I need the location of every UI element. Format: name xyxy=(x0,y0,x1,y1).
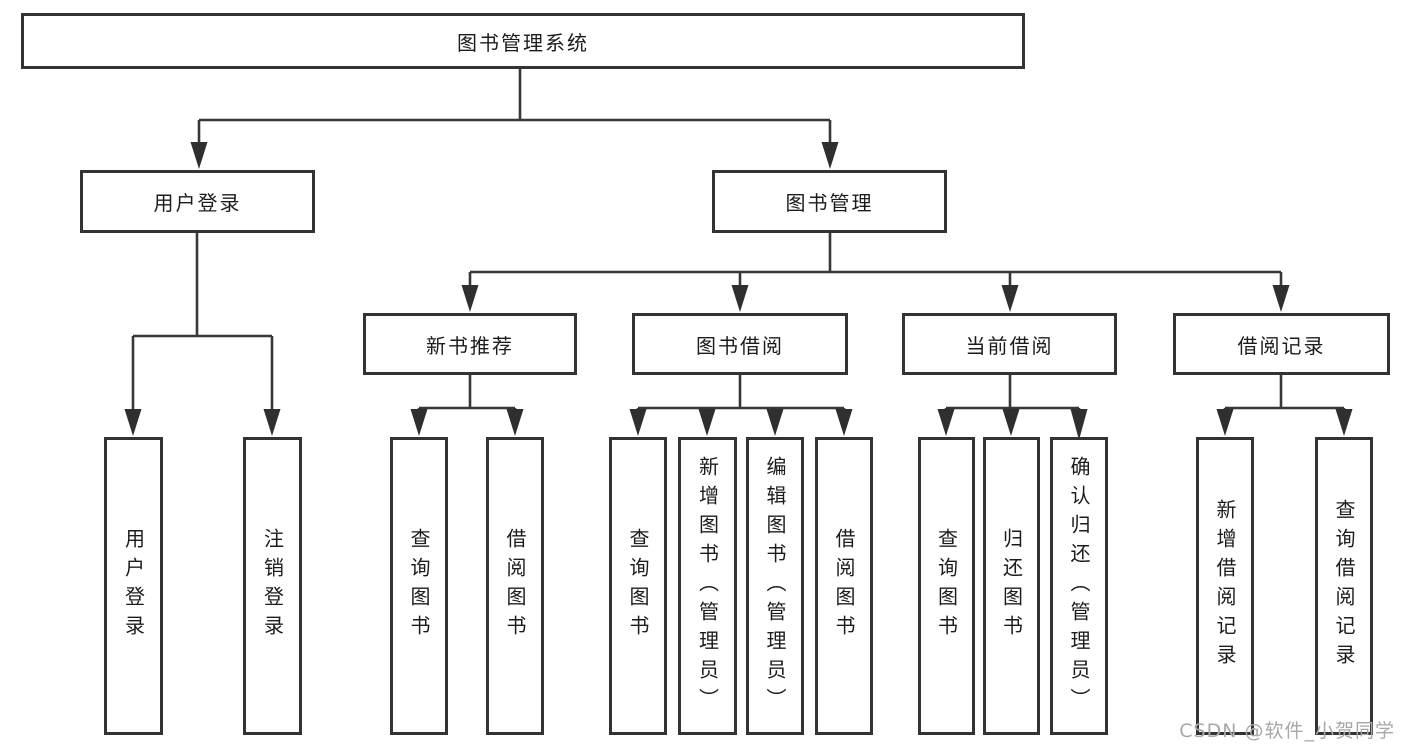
leaf-label: 查询借阅记录 xyxy=(1332,499,1356,673)
node-leaf-edit-book-admin: 编辑图书（管理员） xyxy=(746,437,804,735)
connector-login-to-leaves xyxy=(124,233,281,436)
node-new-book-recommend: 新书推荐 xyxy=(363,313,577,375)
connector-newbook-to-leaves xyxy=(410,375,524,436)
leaf-label: 查询图书 xyxy=(407,528,431,644)
node-leaf-borrow-book-1: 借阅图书 xyxy=(486,437,544,735)
leaf-label: 查询图书 xyxy=(626,528,650,644)
node-leaf-return-book: 归还图书 xyxy=(983,437,1040,735)
node-leaf-add-borrow-record: 新增借阅记录 xyxy=(1196,437,1254,735)
leaf-label: 注销登录 xyxy=(260,528,285,644)
node-leaf-query-book-3: 查询图书 xyxy=(918,437,975,735)
node-user-login: 用户登录 xyxy=(80,170,315,233)
connector-root-to-level2 xyxy=(190,69,839,169)
node-leaf-add-book-admin: 新增图书（管理员） xyxy=(678,437,737,735)
connector-mgmt-to-level3 xyxy=(461,233,1290,312)
leaf-label: 借阅图书 xyxy=(503,528,527,644)
leaf-label: 新增图书（管理员） xyxy=(695,455,720,717)
leaf-label: 编辑图书（管理员） xyxy=(763,455,787,717)
csdn-watermark: CSDN @软件_小贺同学 xyxy=(1179,720,1395,742)
node-book-management: 图书管理 xyxy=(712,170,947,233)
node-current-borrow: 当前借阅 xyxy=(902,313,1117,375)
node-leaf-query-book-1: 查询图书 xyxy=(390,437,448,735)
leaf-label: 用户登录 xyxy=(121,528,146,644)
leaf-label: 查询图书 xyxy=(934,528,959,644)
leaf-label: 借阅图书 xyxy=(832,528,856,644)
node-leaf-query-book-2: 查询图书 xyxy=(609,437,667,735)
node-book-borrow: 图书借阅 xyxy=(632,313,848,375)
node-leaf-confirm-return-admin: 确认归还（管理员） xyxy=(1050,437,1108,735)
node-library-system: 图书管理系统 xyxy=(21,13,1025,69)
connector-current-to-leaves xyxy=(937,375,1088,440)
leaf-label: 归还图书 xyxy=(999,528,1024,644)
connector-borrow-to-leaves xyxy=(629,375,853,436)
node-leaf-query-borrow-record: 查询借阅记录 xyxy=(1315,437,1373,735)
leaf-label: 确认归还（管理员） xyxy=(1067,455,1091,717)
node-leaf-borrow-book-2: 借阅图书 xyxy=(815,437,873,735)
connector-records-to-leaves xyxy=(1216,375,1353,436)
leaf-label: 新增借阅记录 xyxy=(1213,499,1237,673)
node-leaf-logout: 注销登录 xyxy=(243,437,302,735)
node-leaf-user-login: 用户登录 xyxy=(104,437,163,735)
node-borrow-records: 借阅记录 xyxy=(1173,313,1390,375)
